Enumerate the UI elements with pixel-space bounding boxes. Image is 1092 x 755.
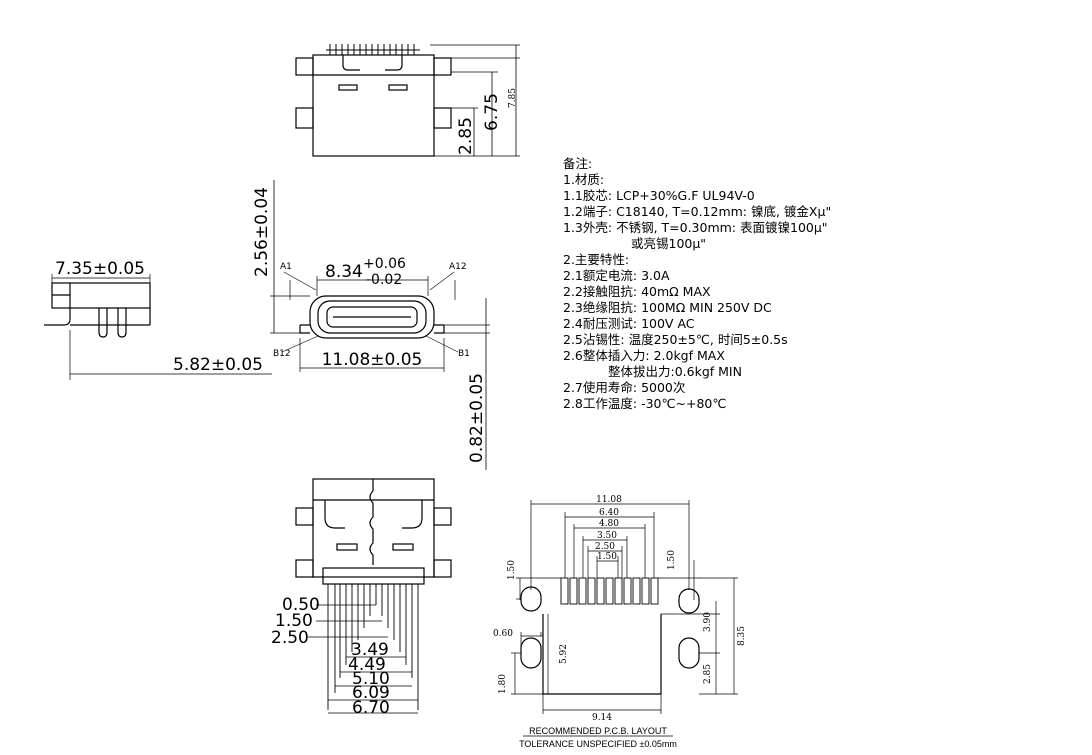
bottom-dim-0: 0.50 [282,595,320,615]
pcb-dim-right-b: 8.35 [737,626,747,646]
bottom-dim-1: 1.50 [275,611,313,631]
pcb-dim-top-3: 3.50 [597,531,617,541]
note-line: 2.4耐压测试: 100V AC [563,316,695,331]
note-line: 2.7使用寿命: 5000次 [563,380,686,395]
pin-label-a12: A12 [449,262,467,272]
pcb-dim-bottom: 9.14 [592,713,612,723]
pcb-dim-left-bot: 1.80 [498,674,508,694]
pin-label-a1: A1 [280,262,292,272]
pcb-dim-top-4: 2.50 [595,542,615,552]
note-line: 2.主要特性: [563,252,630,267]
note-line: 1.3外壳: 不锈钢, T=0.30mm: 表面镀镍100μ" [563,220,828,235]
note-line: 整体拔出力:0.6kgf MIN [608,364,742,379]
front-tol-plus: +0.06 [363,256,406,272]
pcb-layout [511,500,738,737]
bottom-dim-5: 5.10 [352,669,390,689]
pcb-dim-left-mid: 5.92 [559,644,569,664]
front-dim-bottom: 0.82±0.05 [467,373,487,463]
note-line: 2.3绝缘阻抗: 100MΩ MIN 250V DC [563,300,772,315]
note-line: 1.1胶芯: LCP+30%G.F UL94V-0 [563,188,755,203]
pcb-dim-top-2: 4.80 [599,519,619,529]
top-dim-total: 7.85 [508,88,518,108]
side-view [44,274,272,380]
bottom-dim-2: 2.50 [271,628,309,648]
top-dim-a: 6.75 [482,93,502,131]
pin-label-b12: B12 [273,349,291,359]
bottom-dim-3: 3.49 [351,640,389,660]
note-line: 2.6整体插入力: 2.0kgf MAX [563,348,725,363]
pcb-dim-right-c: 2.85 [703,664,713,684]
top-dim-b: 2.85 [456,117,476,155]
front-dim-height: 2.56±0.04 [252,187,272,277]
note-line: 或亮锡100μ" [631,236,707,251]
pcb-title: RECOMMENDED P.C.B. LAYOUT [529,726,667,736]
front-tol-minus: -0.02 [366,272,402,288]
note-line: 2.2接触阻抗: 40mΩ MAX [563,284,711,299]
pcb-dim-left-top: 1.50 [507,560,517,580]
pin-label-b1: B1 [458,349,470,359]
bottom-dim-6: 6.09 [352,683,390,703]
note-line: 2.5沾锡性: 温度250±5℃, 时间5±0.5s [563,332,788,347]
top-view [295,44,520,157]
pcb-dim-hole: 0.60 [493,629,513,639]
bottom-dim-7: 6.70 [352,698,390,718]
pcb-dim-right-top: 1.50 [667,550,677,570]
front-dim-width: 11.08±0.05 [322,350,423,370]
front-dim-inner: 8.34 [325,262,363,282]
front-view [270,180,490,470]
pcb-dim-top-5: 1.50 [597,552,617,562]
note-line: 2.8工作温度: -30℃~+80℃ [563,396,727,411]
bottom-view [295,478,452,714]
pcb-tolerance: TOLERANCE UNSPECIFIED ±0.05mm [519,739,677,749]
notes-heading: 备注: [563,156,593,171]
pcb-dim-top-0: 11.08 [596,495,622,505]
note-line: 1.材质: [563,172,605,187]
note-line: 2.1额定电流: 3.0A [563,268,670,283]
bottom-dim-4: 4.49 [348,655,386,675]
side-dim-bottom: 5.82±0.05 [173,355,263,375]
notes-block: 备注: 1.材质: 1.1胶芯: LCP+30%G.F UL94V-0 1.2端… [563,156,831,412]
note-line: 1.2端子: C18140, T=0.12mm: 镍底, 镀金Xμ" [563,204,832,219]
side-dim-top: 7.35±0.05 [55,259,145,279]
pcb-dim-top-1: 6.40 [599,508,619,518]
pcb-dim-right-a: 3.90 [703,612,713,632]
